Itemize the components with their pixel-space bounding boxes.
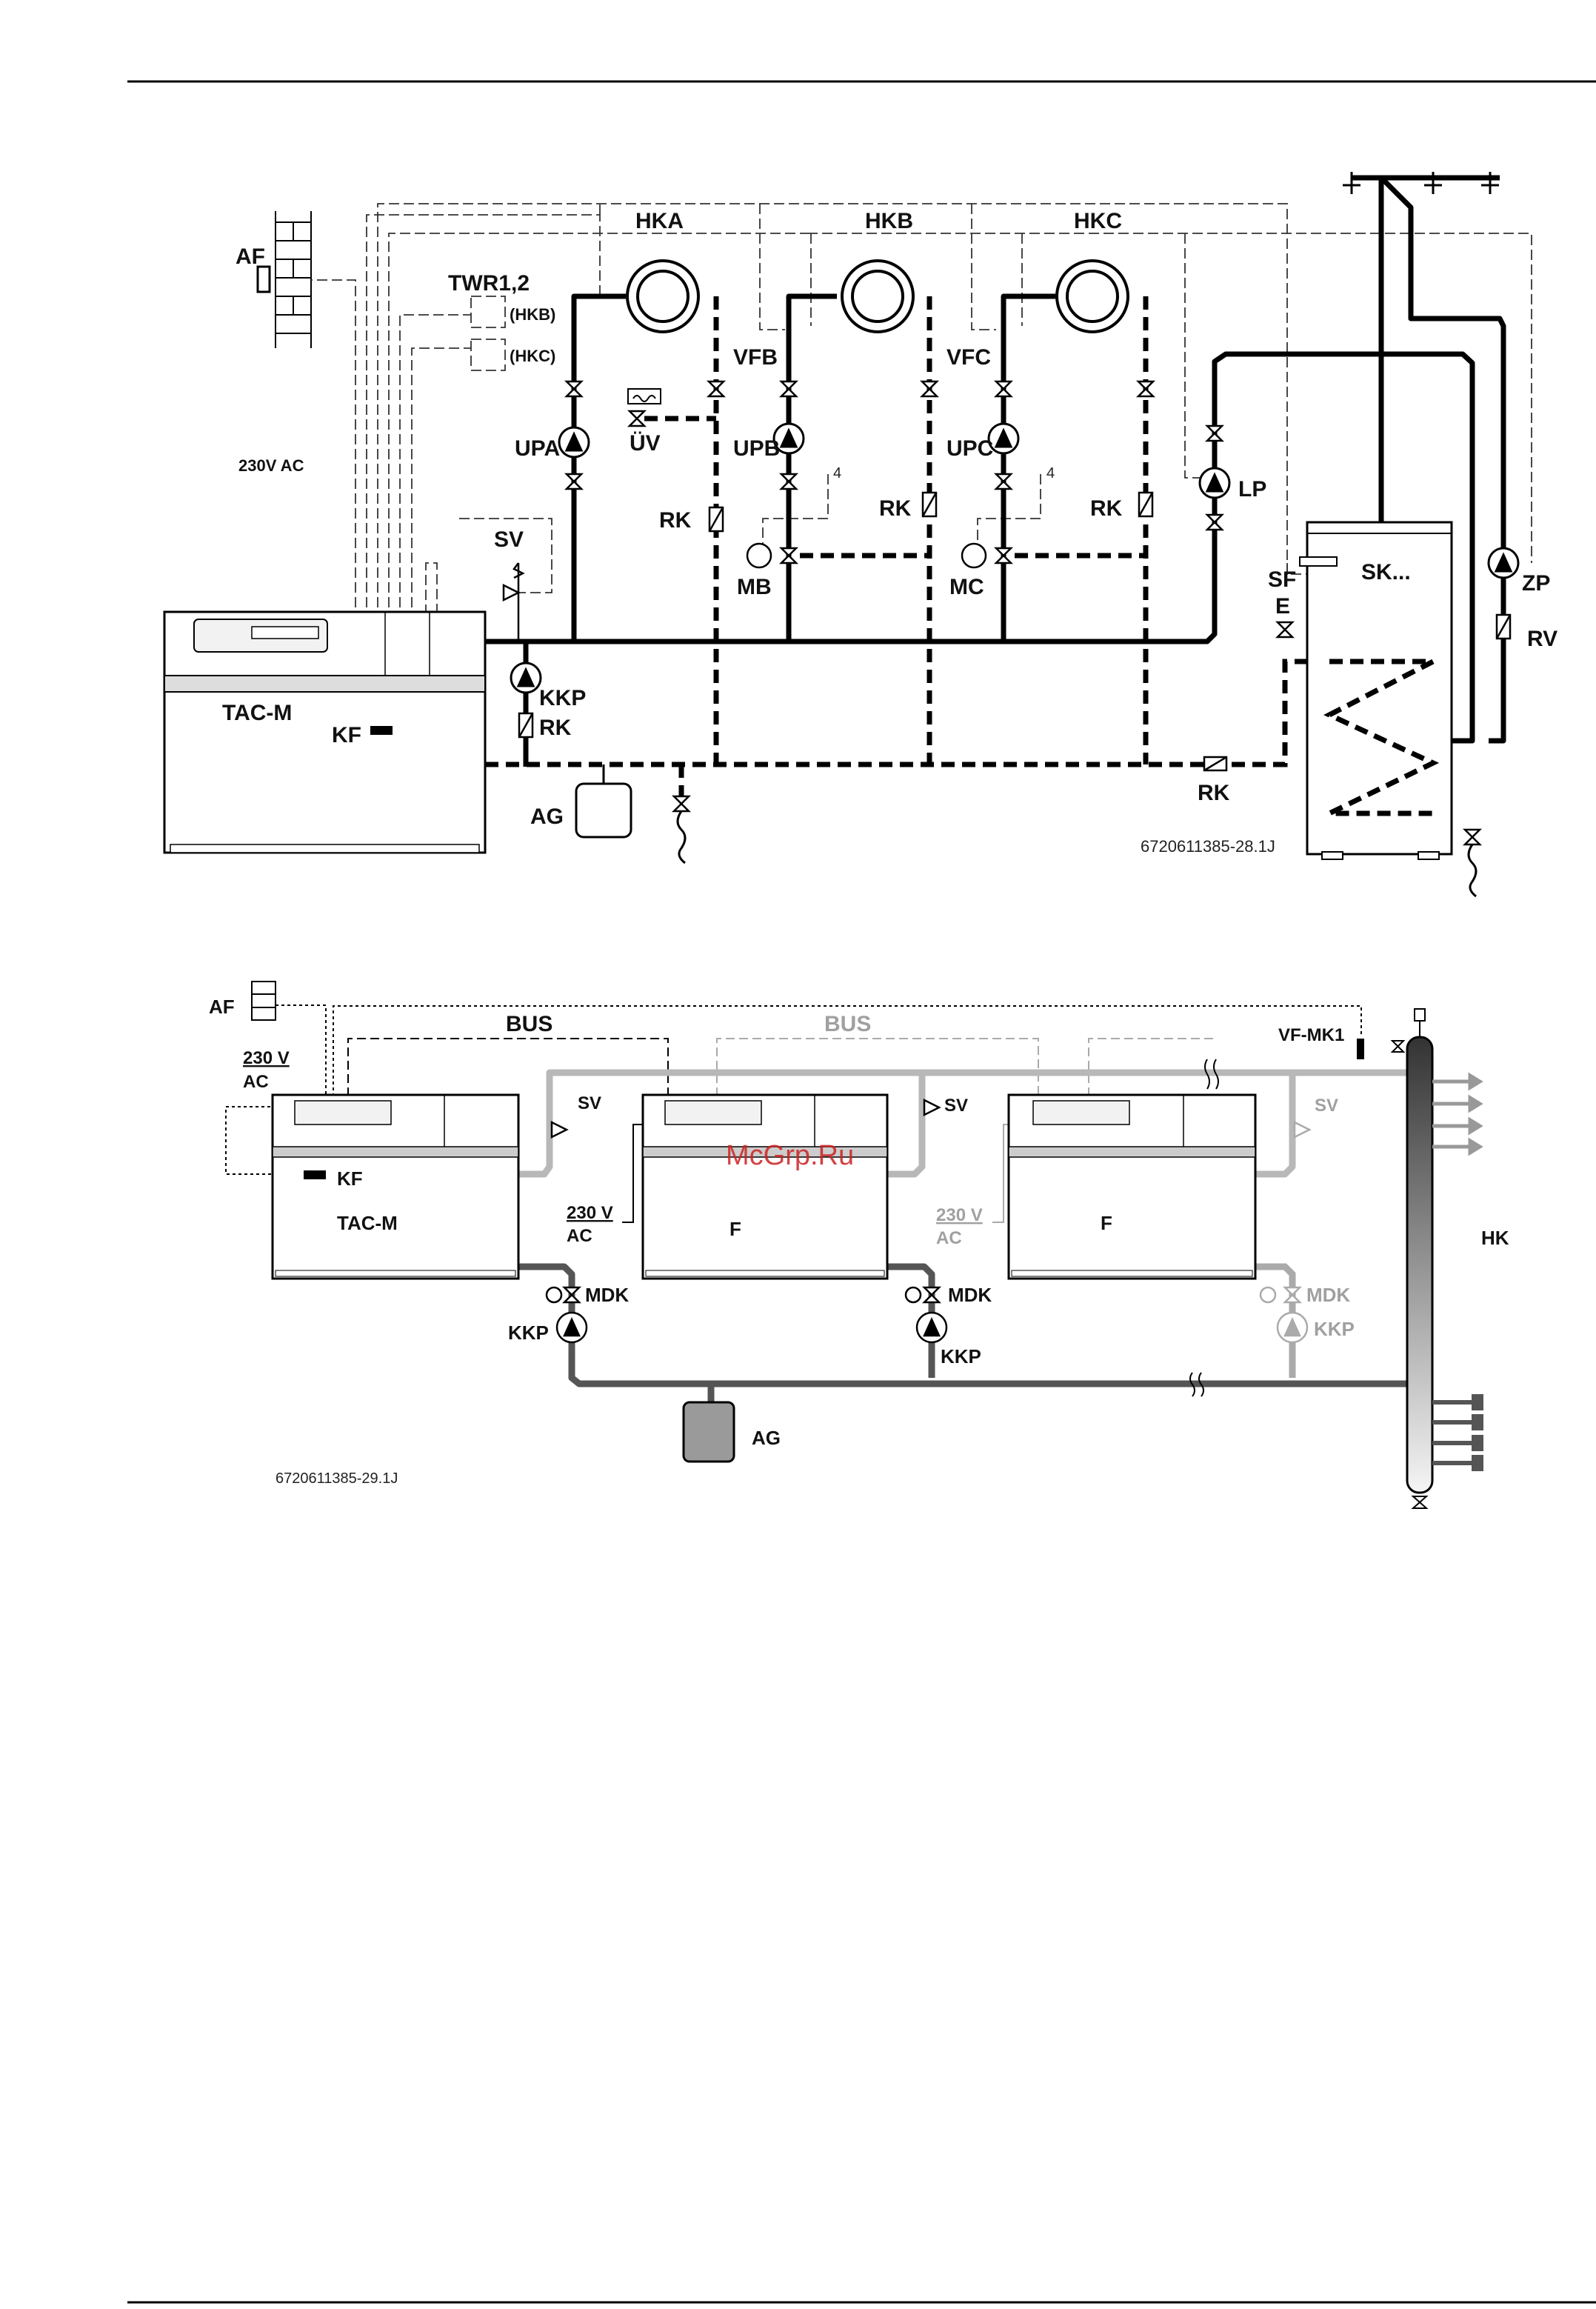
expansion-tank [576,764,631,837]
label-mdk-3: MDK [1306,1284,1350,1306]
label-bus-2: BUS [824,1012,871,1036]
label-twr: TWR1,2 [448,271,530,296]
label-rk-main: RK [539,716,572,740]
label-f-1: F [729,1218,741,1240]
figure-code-2: 6720611385-29.1J [276,1470,398,1487]
overflow-valve [628,389,661,404]
boiler-tac-m [164,612,485,853]
label-hkb-paren: (HKB) [510,305,555,324]
expansion-tank-2 [684,1402,734,1462]
label-kkp-2: KKP [941,1345,981,1367]
label-kkp-1: KKP [508,1322,549,1344]
label-rk-b: RK [879,496,912,521]
label-vfb: VFB [733,345,778,370]
label-4-c: 4 [1046,465,1055,482]
label-kf: KF [332,723,361,747]
label-lp: LP [1238,477,1266,502]
label-mdk-2: MDK [948,1284,992,1306]
diagram-1: AF TWR1,2 (HKB) (HKC) HKA HKB HKC 230V A… [164,172,1557,896]
separator-outlets [1432,1076,1480,1153]
label-upc: UPC [946,436,993,461]
label-ac-2b: AC [567,1226,592,1246]
label-230v: 230V AC [238,456,304,475]
label-uv: ÜV [630,431,661,456]
label-upb: UPB [733,436,780,461]
label-tacm-2: TAC-M [337,1212,398,1234]
label-af: AF [236,244,265,269]
label-vfc: VFC [946,345,991,370]
boiler-2-tac-m [273,1095,518,1279]
label-ac-2a: AC [243,1072,269,1092]
figure-code-1: 6720611385-28.1J [1141,837,1275,856]
hydraulic-separator [1407,1037,1432,1493]
label-upa: UPA [515,436,560,461]
label-4-b: 4 [833,465,841,482]
label-vf-mk1: VF-MK1 [1278,1025,1344,1045]
label-kf-2: KF [337,1167,363,1190]
label-hkb: HKB [865,209,913,233]
label-f-2: F [1101,1212,1112,1234]
label-e: E [1275,594,1290,619]
wall [276,211,311,348]
safety-valve [504,563,523,642]
label-ag-2: AG [752,1427,781,1449]
label-rk-store: RK [1198,781,1230,805]
label-hkc-paren: (HKC) [510,347,555,365]
label-hkc: HKC [1074,209,1122,233]
watermark: McGrp.Ru [726,1140,854,1171]
label-tacm: TAC-M [222,701,292,725]
label-230v-2a: 230 V [243,1048,290,1068]
bus-line-3 [1089,1039,1215,1096]
vf-mk1-sensor [1357,1039,1364,1059]
label-ac-2c: AC [936,1228,962,1248]
label-sk: SK... [1361,560,1411,584]
label-af-2: AF [209,996,235,1018]
label-zp: ZP [1522,571,1550,596]
label-mdk-1: MDK [585,1284,629,1306]
label-ag: AG [530,804,564,829]
boiler-2-f-2 [1009,1095,1255,1279]
pumps-2-grey [1261,1287,1307,1342]
label-sf: SF [1268,567,1296,592]
separator-returns [1432,1396,1481,1469]
label-bus-1: BUS [506,1012,552,1036]
label-kkp: KKP [539,686,586,710]
return-pipes [485,296,1433,807]
label-mc: MC [949,575,984,599]
label-230v-2c: 230 V [936,1205,983,1225]
label-rv: RV [1527,627,1557,651]
label-hk-2: HK [1481,1227,1509,1249]
label-mb: MB [737,575,772,599]
label-sv: SV [494,527,524,552]
label-kkp-3: KKP [1314,1318,1355,1340]
diagram-2: AF BUS BUS 230 V AC 230 V AC 230 V AC VF… [209,982,1509,1508]
wall-2 [252,982,276,1020]
boiler-2-f-1 [643,1095,887,1279]
outdoor-sensor [258,267,270,292]
label-sv-2b: SV [944,1096,968,1116]
drain-2 [1469,844,1476,896]
label-hka: HKA [635,209,684,233]
label-rk-c: RK [1090,496,1123,521]
label-rk-a: RK [659,508,692,533]
label-sv-2a: SV [578,1093,601,1113]
drain [678,811,685,863]
label-230v-2b: 230 V [567,1203,613,1223]
label-sv-2c: SV [1315,1096,1338,1116]
safety-valve-grey [1295,1122,1309,1137]
